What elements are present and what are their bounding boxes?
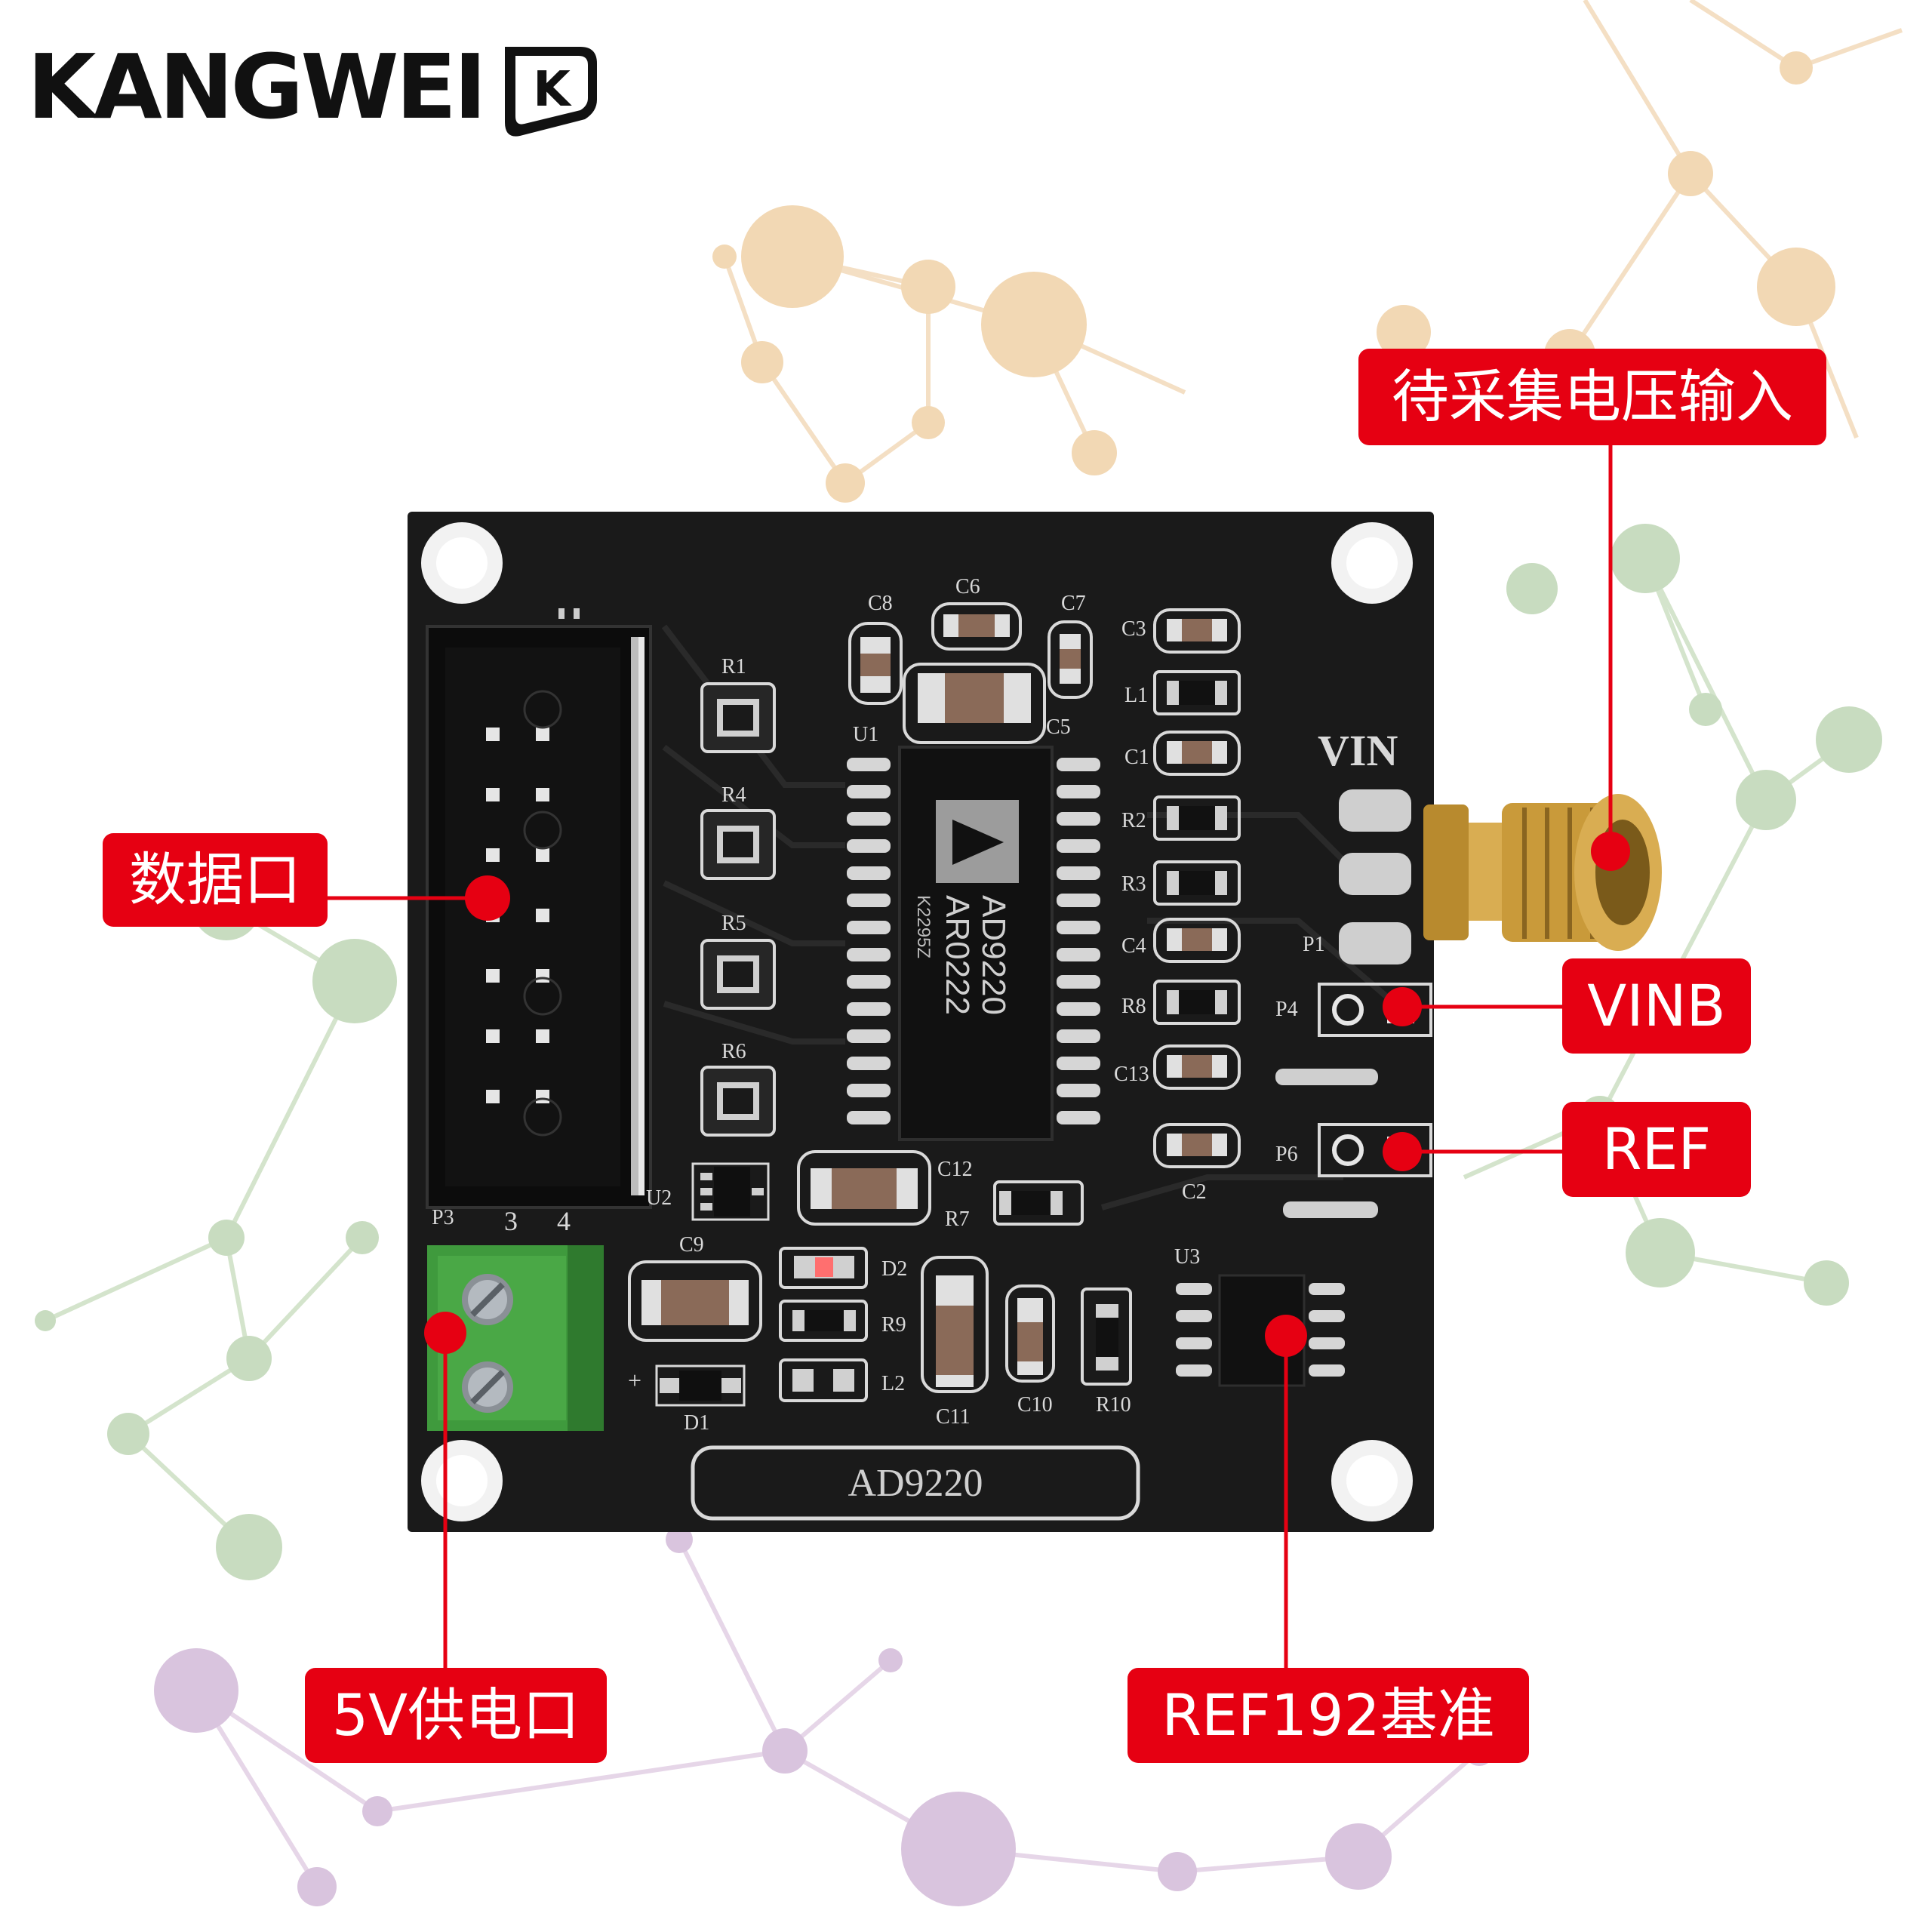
ad9220-chip: AD9220 AR0222 K2295Z (847, 746, 1100, 1141)
silk-c10: C10 (1017, 1393, 1053, 1417)
vin-label: VIN (1318, 726, 1398, 775)
silk-r2: R2 (1121, 809, 1146, 832)
brand-name: KANGWEI (27, 35, 487, 139)
silk-r7: R7 (945, 1208, 970, 1231)
silk-r3: R3 (1121, 872, 1146, 896)
callout-power-text: 5V供电口 (331, 1681, 580, 1749)
callout-voltage-input-text: 待采集电压输入 (1392, 363, 1793, 430)
chip-marking-line2: AR0222 (939, 895, 976, 1015)
silk-u1: U1 (853, 723, 878, 746)
silk-d2: D2 (881, 1257, 907, 1281)
silk-c9: C9 (679, 1233, 704, 1257)
power-terminal-block (427, 1245, 604, 1431)
regulator-u2 (691, 1162, 770, 1221)
data-header-connector (426, 608, 652, 1209)
board-name-label: AD9220 (848, 1462, 983, 1505)
silk-c6: C6 (955, 575, 980, 598)
pcb-board: AD9220 AR0222 K2295Z (408, 512, 1662, 1532)
callout-vinb-text: VINB (1587, 972, 1726, 1039)
silk-p3-pin4: 4 (557, 1206, 571, 1236)
silk-r9: R9 (881, 1313, 906, 1337)
callout-data-port: 数据口 (103, 833, 328, 927)
board-name-plate: AD9220 (691, 1445, 1140, 1521)
chip-marking-line3: K2295Z (913, 895, 934, 958)
silk-l1: L1 (1124, 684, 1148, 707)
silk-d1: D1 (684, 1411, 709, 1435)
sma-connector (1339, 789, 1662, 964)
silk-p3: P3 (432, 1206, 454, 1229)
silk-c2: C2 (1182, 1180, 1207, 1204)
silk-r6: R6 (721, 1040, 746, 1063)
callout-leaders (328, 445, 1630, 1668)
silk-l2: L2 (881, 1372, 905, 1395)
ref192-chip (1176, 1274, 1345, 1387)
silk-r10: R10 (1096, 1393, 1131, 1417)
callout-ref192-text: REF192基准 (1161, 1681, 1495, 1749)
silk-p6: P6 (1275, 1143, 1298, 1166)
silk-p3-pin3: 3 (504, 1206, 518, 1236)
callout-voltage-input: 待采集电压输入 (1358, 349, 1826, 445)
callout-ref-text: REF (1601, 1115, 1712, 1183)
silk-r4: R4 (721, 783, 746, 807)
silk-u3: U3 (1174, 1245, 1200, 1269)
kangwei-logo-icon: K (505, 47, 598, 137)
silk-plus-mark: + (628, 1367, 641, 1394)
silk-c5: C5 (1046, 715, 1071, 739)
silk-p4: P4 (1275, 998, 1298, 1021)
capacitors (628, 602, 1241, 1402)
chip-marking-line1: AD9220 (975, 895, 1012, 1015)
callout-ref: REF (1562, 1102, 1751, 1197)
silk-p1: P1 (1303, 933, 1325, 956)
silk-c11: C11 (936, 1405, 971, 1429)
silk-c12: C12 (937, 1158, 973, 1181)
silk-r1: R1 (721, 655, 746, 678)
callout-vinb: VINB (1562, 958, 1751, 1054)
silk-c7: C7 (1061, 592, 1086, 615)
callout-data-port-text: 数据口 (129, 846, 301, 913)
silk-c3: C3 (1121, 617, 1146, 641)
brand-logo-letters: K (533, 62, 572, 118)
silk-c1: C1 (1124, 746, 1149, 769)
silk-c13: C13 (1114, 1063, 1149, 1086)
callout-power-port: 5V供电口 (305, 1668, 607, 1763)
resistor-networks (700, 682, 776, 1137)
silk-c4: C4 (1121, 934, 1146, 958)
callout-ref192: REF192基准 (1128, 1668, 1529, 1763)
diode-d1 (655, 1364, 746, 1407)
brand: KANGWEI K (27, 30, 603, 143)
mounting-holes (421, 522, 1413, 1521)
silk-r5: R5 (721, 912, 746, 935)
silk-c8: C8 (868, 592, 893, 615)
silk-u2: U2 (646, 1186, 672, 1210)
silk-r8: R8 (1121, 995, 1146, 1018)
